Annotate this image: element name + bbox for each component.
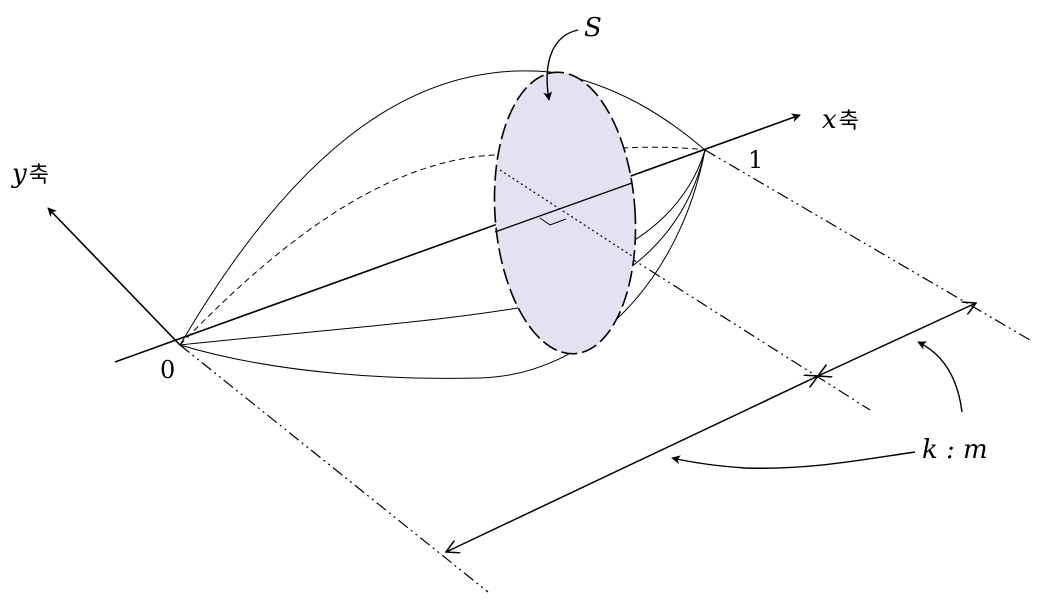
y-axis bbox=[47, 207, 181, 346]
ratio-pointer-m bbox=[917, 341, 963, 413]
ratio-label: k : m bbox=[922, 435, 988, 465]
origin-label: 0 bbox=[160, 356, 175, 384]
cross-section-s bbox=[493, 71, 637, 355]
x-axis-label: x축 bbox=[822, 105, 859, 135]
projection-line-one bbox=[704, 149, 1031, 341]
x-axis bbox=[114, 113, 801, 363]
projection-line-origin bbox=[179, 344, 489, 593]
s-pointer-arrow bbox=[543, 29, 579, 101]
dimension-m bbox=[818, 303, 976, 376]
label-s: S bbox=[584, 13, 602, 43]
right-angle-mark bbox=[539, 217, 567, 226]
ratio-pointer-k bbox=[671, 451, 916, 469]
solid-hidden-curve-far bbox=[621, 146, 706, 151]
solid-hidden-curve bbox=[179, 154, 496, 346]
radius-dotted bbox=[499, 169, 633, 257]
y-axis-label: y축 bbox=[11, 159, 49, 189]
axis-inside-section bbox=[494, 182, 633, 233]
solid-top-curve bbox=[179, 70, 706, 346]
one-label: 1 bbox=[748, 146, 763, 174]
dimension-k bbox=[446, 376, 818, 552]
